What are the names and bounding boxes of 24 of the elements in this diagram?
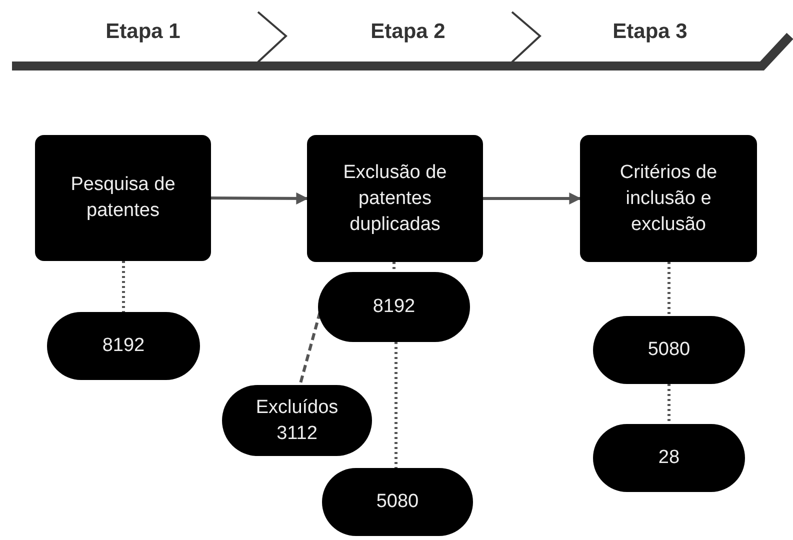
stage-label: Etapa 1 bbox=[106, 20, 180, 44]
arrow bbox=[483, 192, 582, 204]
stage-label: Etapa 3 bbox=[612, 20, 688, 44]
connector-line bbox=[298, 312, 322, 386]
node-text: Pesquisa de patentes bbox=[70, 173, 176, 223]
arrow bbox=[210, 192, 308, 204]
process-box bbox=[307, 135, 483, 262]
node-text: Exclusão de patentes duplicadas bbox=[342, 160, 448, 236]
node-text: 5080 bbox=[648, 338, 690, 362]
stage-label: Etapa 2 bbox=[370, 20, 446, 44]
connector-line bbox=[668, 384, 670, 424]
connector-line bbox=[392, 262, 396, 272]
node-text: Excluídos 3112 bbox=[256, 396, 338, 446]
node-text: 8192 bbox=[102, 334, 145, 358]
node-text: Critérios de inclusão e exclusão bbox=[618, 160, 718, 236]
process-box bbox=[35, 135, 211, 261]
connector-line bbox=[122, 261, 125, 312]
connector-line bbox=[668, 262, 670, 316]
node-text: 28 bbox=[658, 446, 680, 470]
connector-line bbox=[394, 342, 398, 468]
node-text: 8192 bbox=[372, 295, 416, 319]
node-text: 5080 bbox=[376, 490, 419, 514]
count-pill bbox=[318, 272, 470, 342]
process-box bbox=[580, 135, 757, 262]
